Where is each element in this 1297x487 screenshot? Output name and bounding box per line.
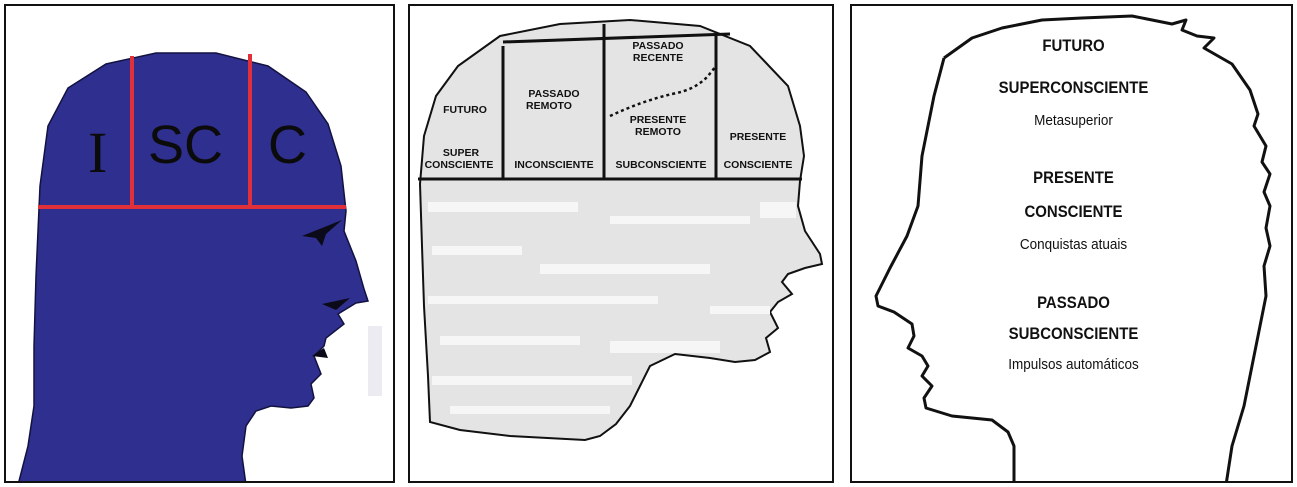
section-passado-remoto-2: REMOTO [526, 100, 572, 112]
section-presente-remoto-2: REMOTO [635, 126, 681, 138]
label-sc: SC [148, 115, 224, 175]
blue-head-silhouette [18, 52, 369, 481]
blue-head-figure [18, 52, 382, 481]
grey-head-figure [418, 18, 824, 442]
grey-head-silhouette [418, 18, 824, 442]
section-futuro-top: FUTURO [443, 104, 487, 116]
subconsciente-subtitle: SUBCONSCIENTE [1008, 324, 1139, 343]
eye-mark [302, 220, 342, 246]
section-presente: PRESENTE [729, 131, 787, 143]
panel-grey-head: FUTURO SUPER CONSCIENTE PASSADO REMOTO I… [408, 4, 834, 483]
jaw-mark [312, 348, 328, 358]
consciente-subtitle: CONSCIENTE [1024, 202, 1123, 221]
passado-title: PASSADO [1037, 293, 1110, 312]
mouth-mark [322, 298, 350, 310]
texture-patch [368, 326, 382, 396]
section-futuro-bottom-1: SUPER [442, 147, 480, 159]
impulsos-automaticos-desc: Impulsos automáticos [1008, 356, 1139, 373]
section-presente-remoto-1: PRESENTE [629, 114, 687, 126]
section-passado-remoto-1: PASSADO [528, 88, 580, 100]
outline-head-silhouette [943, 14, 1272, 481]
section-inconsciente: INCONSCIENTE [514, 159, 594, 171]
section-passado-recente-2: RECENTE [632, 52, 684, 64]
futuro-title: FUTURO [1042, 36, 1105, 55]
panel-blue-head: I SC C [4, 4, 395, 483]
section-subconsciente: SUBCONSCIENTE [615, 159, 707, 171]
outline-head-figure [874, 14, 1272, 481]
conquistas-atuais-desc: Conquistas atuais [1019, 236, 1128, 253]
superconsciente-subtitle: SUPERCONSCIENTE [998, 78, 1149, 97]
panel-outline-head: FUTURO SUPERCONSCIENTE Metasuperior PRES… [850, 4, 1293, 483]
white-streaks [428, 202, 796, 414]
top-border-line [502, 32, 731, 44]
label-i: I [88, 120, 108, 185]
outline-face-profile [874, 57, 1016, 481]
section-consciente: CONSCIENTE [723, 159, 793, 171]
section-futuro-bottom-2: CONSCIENTE [424, 159, 494, 171]
metasuperior-desc: Metasuperior [1034, 112, 1113, 129]
dotted-transition-line [609, 65, 717, 118]
label-c: C [268, 115, 307, 175]
section-passado-recente-1: PASSADO [632, 40, 684, 52]
presente-title: PRESENTE [1033, 168, 1114, 187]
